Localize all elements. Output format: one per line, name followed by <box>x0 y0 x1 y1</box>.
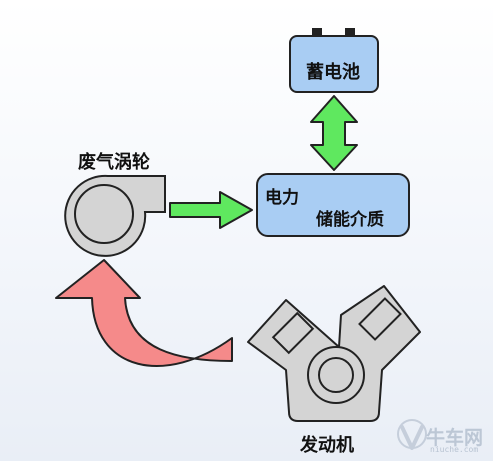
battery-label: 蓄电池 <box>306 62 360 83</box>
storage-label-line2: 储能介质 <box>316 210 384 230</box>
engine-label: 发动机 <box>300 435 354 456</box>
storage-label-line1: 电力 <box>265 188 299 208</box>
battery-storage-double-arrow <box>310 95 358 171</box>
battery-icon <box>289 28 379 93</box>
storage-medium-box <box>256 173 410 237</box>
watermark-url: niuche.com <box>430 445 479 454</box>
engine-to-turbo-arrow <box>55 259 233 367</box>
turbocharger-icon <box>64 174 166 257</box>
watermark-logo-icon <box>397 419 427 450</box>
engine-icon <box>247 285 421 422</box>
turbo-to-storage-arrow <box>169 191 253 229</box>
watermark-text: 牛车网 <box>426 427 484 449</box>
turbocharger-label: 废气涡轮 <box>78 152 150 173</box>
